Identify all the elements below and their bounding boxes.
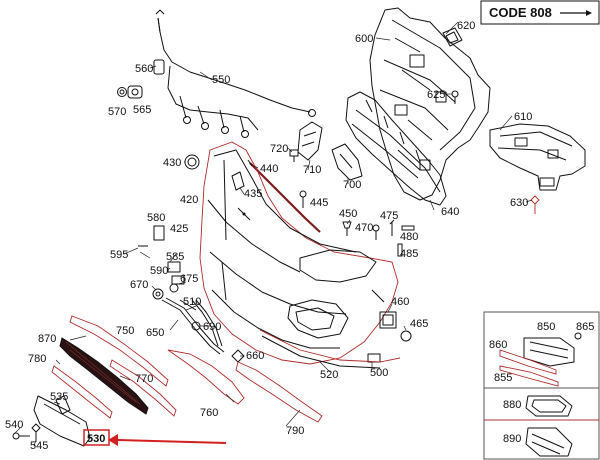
label-855: 855: [494, 372, 512, 384]
label-640: 640: [441, 206, 459, 218]
fasteners-450-485: [342, 219, 415, 257]
screw-625: [451, 90, 459, 104]
label-770: 770: [135, 373, 153, 385]
label-890: 890: [503, 433, 521, 445]
label-865: 865: [576, 321, 594, 333]
parts-580-595: [138, 225, 165, 247]
label-580: 580: [147, 212, 165, 224]
label-600: 600: [355, 33, 373, 45]
label-540: 540: [5, 419, 23, 431]
label-520: 520: [320, 369, 338, 381]
label-660: 660: [246, 350, 264, 362]
label-620: 620: [457, 20, 475, 32]
label-880: 880: [503, 399, 521, 411]
support-frame-600: [369, 7, 491, 201]
emblem-430: [184, 154, 200, 170]
label-560: 560: [135, 63, 153, 75]
label-480: 480: [400, 231, 418, 243]
highlight-530: [83, 429, 227, 446]
label-550: 550: [212, 74, 230, 86]
label-510: 510: [183, 296, 201, 308]
bracket-710: [297, 121, 323, 161]
panel-460: [379, 311, 412, 342]
label-710: 710: [303, 164, 321, 176]
wiring-harness-550: [155, 9, 316, 138]
label-420: 420: [180, 194, 198, 206]
label-630: 630: [510, 197, 528, 209]
code-808-box: CODE 808: [480, 0, 600, 25]
strip-750: [69, 315, 169, 387]
label-850: 850: [537, 321, 555, 333]
absorber-640: [345, 91, 447, 206]
label-860: 860: [489, 339, 507, 351]
label-440: 440: [260, 163, 278, 175]
label-625: 625: [427, 89, 445, 101]
label-485: 485: [400, 248, 418, 260]
label-720: 720: [270, 143, 288, 155]
label-780: 780: [28, 353, 46, 365]
screws-540-545: [12, 423, 41, 442]
part-labels: 620 600 560 550 625 570 565 610 720 430 …: [5, 20, 594, 452]
label-595: 595: [110, 249, 128, 261]
parts-585-675: [152, 261, 197, 311]
clip-500: [367, 353, 381, 363]
strip-770: [109, 359, 177, 417]
clip-435: [231, 171, 245, 191]
cover-620: [442, 27, 463, 47]
label-565: 565: [133, 104, 151, 116]
label-450: 450: [339, 208, 357, 220]
label-870: 870: [38, 333, 56, 345]
label-470: 470: [355, 222, 373, 234]
label-585: 585: [166, 251, 184, 263]
label-690: 690: [203, 321, 221, 333]
label-465: 465: [410, 318, 428, 330]
label-475: 475: [380, 210, 398, 222]
strip-760: [167, 349, 245, 405]
plate-530: [33, 395, 91, 447]
label-590: 590: [150, 265, 168, 277]
label-530: 530: [87, 433, 105, 445]
bracket-610: [489, 123, 586, 191]
inset-panel: [483, 311, 600, 460]
strip-780: [51, 365, 113, 419]
code-808-text: CODE 808: [489, 5, 552, 20]
strip-440: [247, 159, 321, 233]
screw-445: [299, 190, 307, 208]
label-535: 535: [50, 391, 68, 403]
bracket-700: [331, 143, 363, 181]
grille-870: [59, 337, 149, 415]
strip-520: [259, 329, 401, 369]
label-500: 500: [370, 367, 388, 379]
label-700: 700: [343, 179, 361, 191]
label-610: 610: [514, 111, 532, 123]
leader-lines: [13, 21, 533, 447]
label-430: 430: [163, 157, 181, 169]
bumper-cover-420: [199, 141, 399, 365]
label-650: 650: [146, 327, 164, 339]
label-670: 670: [130, 279, 148, 291]
label-425: 425: [170, 223, 188, 235]
clip-630: [530, 195, 540, 214]
label-460: 460: [391, 296, 409, 308]
label-435: 435: [244, 188, 262, 200]
label-445: 445: [310, 197, 328, 209]
label-760: 760: [200, 407, 218, 419]
label-545: 545: [30, 440, 48, 452]
label-790: 790: [286, 425, 304, 437]
strip-790: [235, 361, 323, 423]
label-570: 570: [108, 106, 126, 118]
vent-510: [191, 299, 223, 347]
clip-720: [289, 149, 299, 162]
label-750: 750: [116, 325, 134, 337]
label-675: 675: [180, 273, 198, 285]
